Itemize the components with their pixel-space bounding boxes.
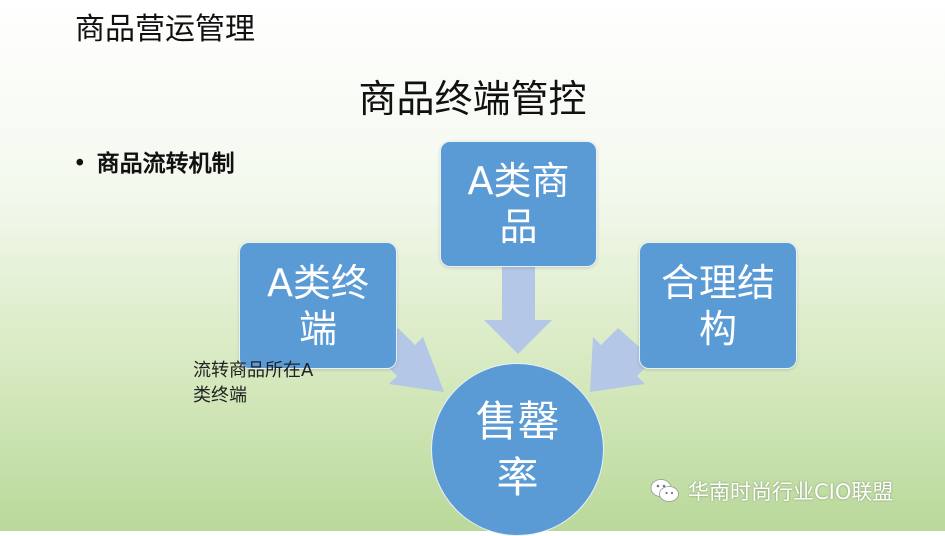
bullet-item: • 商品流转机制 <box>73 144 235 178</box>
arrow-right-to-center <box>590 328 654 392</box>
watermark-text: 华南时尚行业CIO联盟 <box>688 480 894 504</box>
watermark: 华南时尚行业CIO联盟 <box>650 476 893 506</box>
slide-title: 商品营运管理 <box>75 12 255 47</box>
node-sell-through-rate: 售罄率 <box>431 363 604 536</box>
node-a-class-goods: A类商品 <box>440 141 597 267</box>
slide-heading: 商品终端管控 <box>358 77 587 121</box>
arrow-top-to-center <box>484 266 552 354</box>
node-a-class-terminal: A类终端 <box>239 242 397 369</box>
wechat-icon <box>650 479 679 502</box>
annotation-note: 流转商品所在A类终端 <box>193 360 314 406</box>
bullet-dot: • <box>73 151 87 177</box>
bullet-text: 商品流转机制 <box>96 151 235 177</box>
node-reasonable-structure: 合理结构 <box>639 242 797 369</box>
